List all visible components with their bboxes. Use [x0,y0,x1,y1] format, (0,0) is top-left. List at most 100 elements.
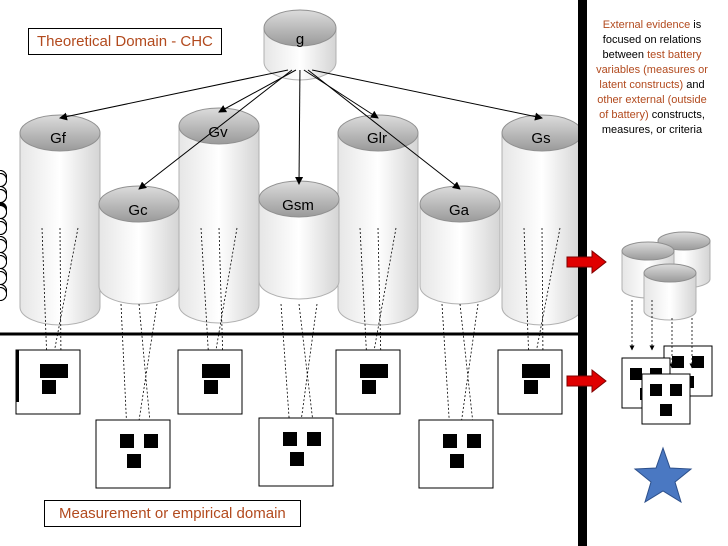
cylinder-ga-body [419,203,501,305]
measurement-link [359,227,370,364]
measurement-link [41,227,50,364]
note-other-external: other external (outside of battery) [597,94,707,121]
factor-label-ga: Ga [449,202,470,219]
measurement-link [441,303,453,434]
measurement-link [540,227,546,364]
measure-square [467,434,481,448]
cylinder-ga [419,185,501,305]
red-arrow-icon [566,249,607,275]
measure-square [144,434,158,448]
measurement-link [58,227,64,364]
cylinder-layer [19,9,583,326]
measure-square [650,384,662,396]
measurement-link [218,227,226,364]
indicator-circle-ga [0,255,7,269]
measure-square [522,364,536,378]
factor-arrow [307,69,461,190]
measurement-link [280,303,293,432]
star-icon [633,446,693,504]
factor-label-gc: Gc [128,202,148,219]
cylinder-gv [178,107,260,324]
measurement-link [459,303,476,434]
note-battery-variables: test battery variables (measures or late… [596,49,708,91]
measure-square [374,364,388,378]
cylinder-g [263,9,337,81]
measure-square [127,454,141,468]
external-divider-bar [578,0,587,546]
measure-square [443,434,457,448]
measure-square [42,380,56,394]
measurement-domain-label: Measurement or empirical domain [44,500,301,527]
external-cylinder-top [643,263,697,283]
measure-square [450,454,464,468]
factor-label-glr: Glr [367,130,387,147]
indicator-circle-layer [0,170,7,301]
measurement-link [138,303,154,434]
factor-arrow [295,69,304,185]
measure-square [524,380,538,394]
measure-square [672,356,684,368]
measurement-link [367,227,397,380]
measure-square [283,432,297,446]
measure-square [630,368,642,380]
indicator-circle-ga [0,271,7,285]
indicator-circle-gs [0,221,7,235]
general-factor-label: g [296,31,304,48]
external-measure-box [641,373,691,425]
measure-square [307,432,321,446]
measure-square [54,364,68,378]
external-cylinder-top [657,231,711,251]
cylinder-g-top [263,9,337,47]
cylinder-gv-body [178,125,260,324]
measurement-box-layer [15,349,563,489]
red-arrow-icon [566,368,607,394]
measurement-link [298,303,316,432]
measure-square [362,380,376,394]
measure-square [40,364,54,378]
measurement-link [523,227,532,364]
measurement-box [258,417,334,487]
factor-arrow [138,69,293,190]
factor-label-gsm: Gsm [282,197,314,214]
external-evidence-note: External evidence is focused on relation… [596,18,708,138]
measurement-link [120,303,130,434]
external-cylinder [643,263,697,321]
factor-arrow [303,69,379,119]
factor-label-gf: Gf [50,130,67,147]
factor-arrow-layer [59,69,543,190]
indicator-circle-gs [0,205,7,219]
note-focused: is focused on relations between [602,19,702,61]
cylinder-gc [98,185,180,305]
measure-square [660,404,672,416]
measure-square [120,434,134,448]
measure-square [692,356,704,368]
measure-square [204,380,218,394]
indicator-circle-gs [0,189,7,203]
factor-label-gs: Gs [531,130,550,147]
measure-square [670,384,682,396]
factor-label-gv: Gv [208,124,228,141]
indicator-circle-gs [0,173,7,187]
measurement-link [209,227,238,380]
indicator-circle-ga [0,287,7,301]
cylinder-gsm-body [258,198,340,300]
note-constructs: constructs, measures, or criteria [601,109,705,136]
measurement-link [377,227,384,364]
measure-square [360,364,374,378]
indicator-circle-ga [0,239,7,253]
measurement-link [295,303,318,452]
factor-arrow [311,69,543,121]
edge-marker [16,350,19,402]
cylinder-gsm [258,180,340,300]
measure-square [202,364,216,378]
measure-square [536,364,550,378]
theoretical-domain-label: Theoretical Domain - CHC [28,28,222,55]
cylinder-gc-body [98,203,180,305]
external-constructs-layer [621,231,713,425]
measure-square [216,364,230,378]
note-and: and [686,79,705,91]
note-external-evidence: External evidence [602,19,691,31]
factor-arrow [59,69,289,121]
measurement-link [200,227,212,364]
